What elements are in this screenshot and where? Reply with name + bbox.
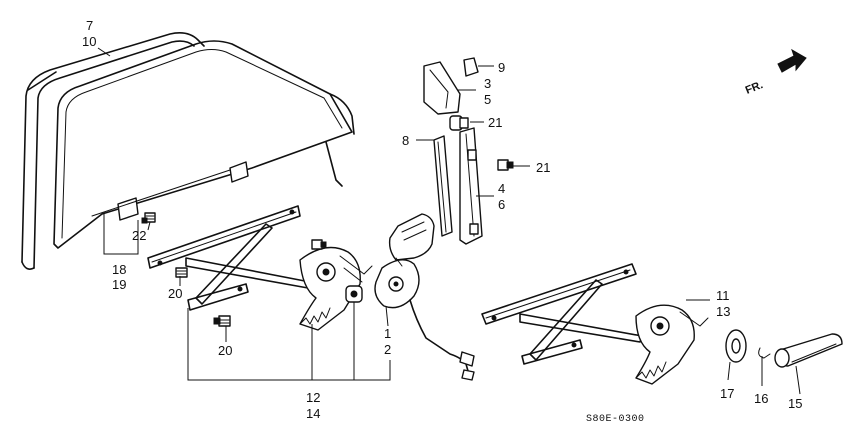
- channel-8: [433, 135, 453, 237]
- callout-7: 7: [86, 18, 93, 33]
- corner-piece-3-5: [423, 61, 461, 115]
- clip-16: [758, 347, 771, 359]
- callout-6: 6: [498, 197, 505, 212]
- callout-21-lower: 21: [536, 160, 550, 175]
- callout-20-left: 20: [168, 286, 182, 301]
- fr-direction-label: FR.: [744, 79, 765, 97]
- door-glass: [53, 40, 355, 249]
- escutcheon-17: [725, 329, 747, 363]
- clip-21-upper: [449, 115, 469, 131]
- power-window-motor: [374, 213, 475, 381]
- callout-18: 18: [112, 262, 126, 277]
- callout-4: 4: [498, 181, 505, 196]
- callout-19: 19: [112, 277, 126, 292]
- regulator-bolt-20-left: [175, 267, 188, 278]
- callout-12: 12: [306, 390, 320, 405]
- callout-17: 17: [720, 386, 734, 401]
- channel-4-6: [459, 127, 483, 245]
- glass-bolt-22: [141, 212, 156, 224]
- callout-14: 14: [306, 406, 320, 421]
- drawing-code: S80E-0300: [586, 414, 645, 425]
- front-direction-arrow: [777, 48, 807, 73]
- callout-13: 13: [716, 304, 730, 319]
- callout-22: 22: [132, 228, 146, 243]
- clip-9: [463, 57, 479, 77]
- callout-1: 1: [384, 326, 391, 341]
- left-window-regulator: [147, 205, 373, 331]
- callout-labels: 7 10 9 3 5 21 8 21 4 6 22 18 19 20 20 1 …: [82, 18, 802, 421]
- callout-3: 3: [484, 76, 491, 91]
- clip-21-lower: [497, 159, 514, 171]
- callout-9: 9: [498, 60, 505, 75]
- callout-21-upper: 21: [488, 115, 502, 130]
- regulator-nut: [345, 285, 363, 303]
- callout-8: 8: [402, 133, 409, 148]
- window-crank-handle-15: [774, 333, 843, 368]
- door-glass-run-channel: [21, 32, 205, 270]
- right-window-regulator: [481, 263, 709, 385]
- regulator-bolt-20-lower: [213, 315, 231, 327]
- callout-5: 5: [484, 92, 491, 107]
- leader-lines: [97, 47, 801, 395]
- regulator-bolt-20-top: [311, 239, 327, 250]
- callout-11: 11: [716, 288, 730, 303]
- callout-2: 2: [384, 342, 391, 357]
- callout-20-lower: 20: [218, 343, 232, 358]
- callout-15: 15: [788, 396, 802, 411]
- callout-16: 16: [754, 391, 768, 406]
- callout-10: 10: [82, 34, 96, 49]
